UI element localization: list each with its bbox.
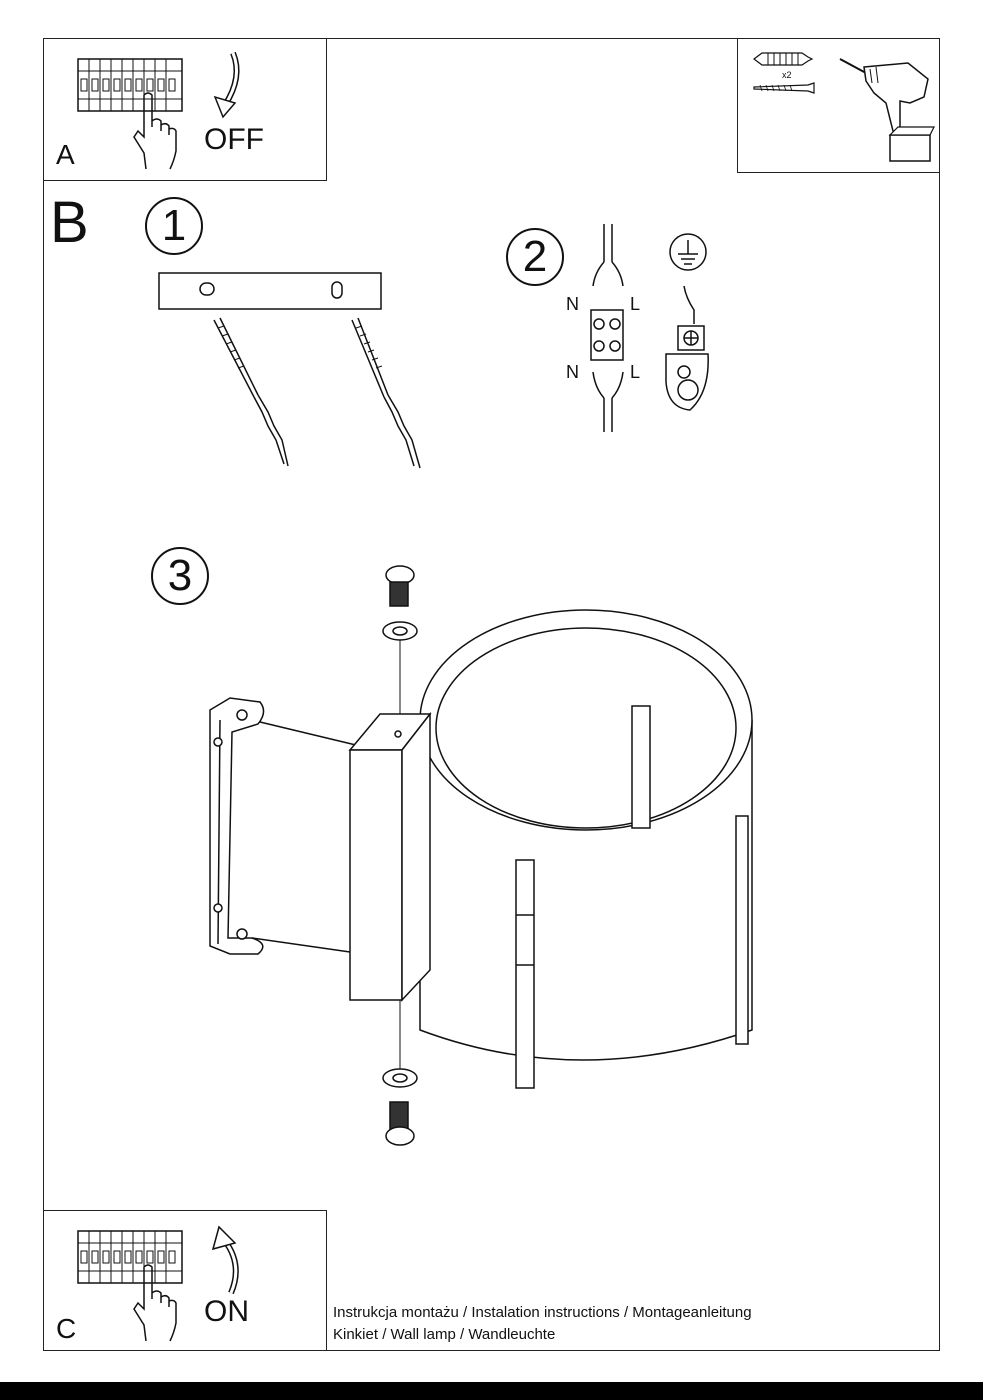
neutral-top-label: N xyxy=(566,294,579,314)
step-3-badge: 3 xyxy=(151,547,209,605)
step-2-number: 2 xyxy=(522,232,548,281)
panel-a: OFF A xyxy=(43,38,327,181)
ground-terminal-drawing xyxy=(665,233,709,411)
curved-arrow-down-icon xyxy=(213,51,240,119)
mounting-bracket-drawing xyxy=(158,272,421,469)
off-label: OFF xyxy=(204,123,264,156)
terminal-block-drawing xyxy=(590,224,624,432)
screw-icon xyxy=(753,82,815,94)
page-frame xyxy=(43,38,940,1351)
wall-lamp-assembly-drawing xyxy=(209,565,753,1146)
step-1-number: 1 xyxy=(161,201,187,250)
panel-b-letter: B xyxy=(50,190,89,255)
on-label: ON xyxy=(204,1295,249,1328)
instructions-title: Instrukcja montażu / Instalation instruc… xyxy=(333,1304,752,1321)
neutral-bottom-label: N xyxy=(566,362,579,382)
live-bottom-label: L xyxy=(630,362,641,382)
step-3-number: 3 xyxy=(167,551,193,600)
tools-box: x2 xyxy=(737,38,940,173)
hand-icon xyxy=(133,92,177,170)
breaker-panel-icon xyxy=(77,58,183,112)
step-2-badge: 2 xyxy=(506,228,564,286)
product-title: Kinkiet / Wall lamp / Wandleuchte xyxy=(333,1326,556,1343)
quantity-label: x2 xyxy=(782,70,792,80)
wall-plug-icon xyxy=(753,52,814,66)
curved-arrow-up-icon xyxy=(211,1225,239,1295)
drill-icon xyxy=(839,58,935,162)
step-1-badge: 1 xyxy=(145,197,203,255)
hand-icon xyxy=(133,1264,177,1342)
panel-c: ON C xyxy=(43,1210,327,1351)
bottom-bar xyxy=(0,1382,983,1400)
breaker-panel-icon xyxy=(77,1230,183,1284)
panel-a-letter: A xyxy=(56,139,75,170)
panel-c-letter: C xyxy=(56,1313,77,1344)
live-top-label: L xyxy=(630,294,641,314)
